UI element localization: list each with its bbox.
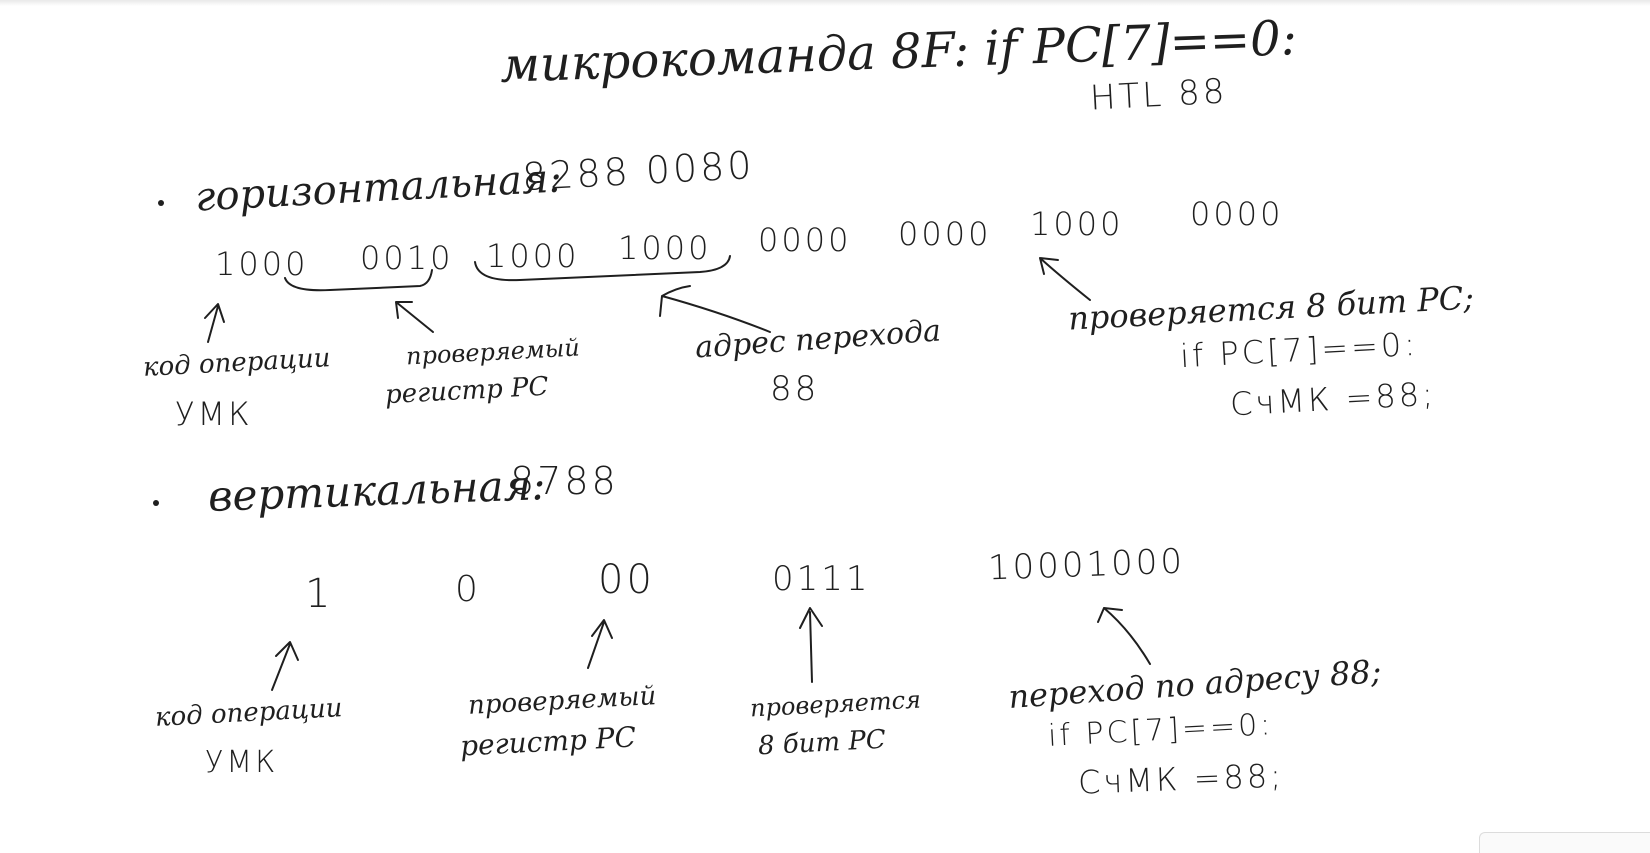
h-bits-7: 1000 xyxy=(1030,205,1124,243)
bullet-horizontal xyxy=(158,200,164,206)
h-bits-6: 0000 xyxy=(898,215,992,253)
v-field-1: 1 xyxy=(305,571,334,617)
arrow-jump-v xyxy=(1097,607,1151,665)
arrow-checked-reg-v xyxy=(587,619,613,669)
v-field-4: 0111 xyxy=(772,559,871,599)
arrow-bit-check-h xyxy=(1039,257,1091,301)
window-top-edge xyxy=(0,0,1650,6)
h-bits-4: 1000 xyxy=(618,229,712,267)
v-field-3: 00 xyxy=(598,557,655,603)
h-ann-opcode-2: УМК xyxy=(175,395,253,433)
h-bits-5: 0000 xyxy=(758,221,852,259)
vertical-value: 8788 xyxy=(510,459,619,503)
window-corner xyxy=(1479,832,1650,853)
bracket-checked-register xyxy=(284,269,433,292)
arrow-jump-addr-h xyxy=(659,285,771,333)
arrow-bit-v xyxy=(799,607,823,683)
h-bits-2: 0010 xyxy=(360,239,454,277)
arrow-checked-reg-h xyxy=(395,301,434,333)
h-bits-1: 1000 xyxy=(215,245,309,283)
arrow-opcode-v xyxy=(271,641,299,691)
bracket-jump-address xyxy=(474,255,731,282)
arrow-opcode-h xyxy=(204,303,225,343)
bullet-vertical xyxy=(153,500,159,506)
h-bits-8: 0000 xyxy=(1190,195,1284,233)
v-field-2: 0 xyxy=(455,569,481,610)
h-ann-addr-2: 88 xyxy=(770,369,820,409)
v-ann-opcode-2: УМК xyxy=(205,745,279,780)
h-bits-3: 1000 xyxy=(486,237,580,275)
